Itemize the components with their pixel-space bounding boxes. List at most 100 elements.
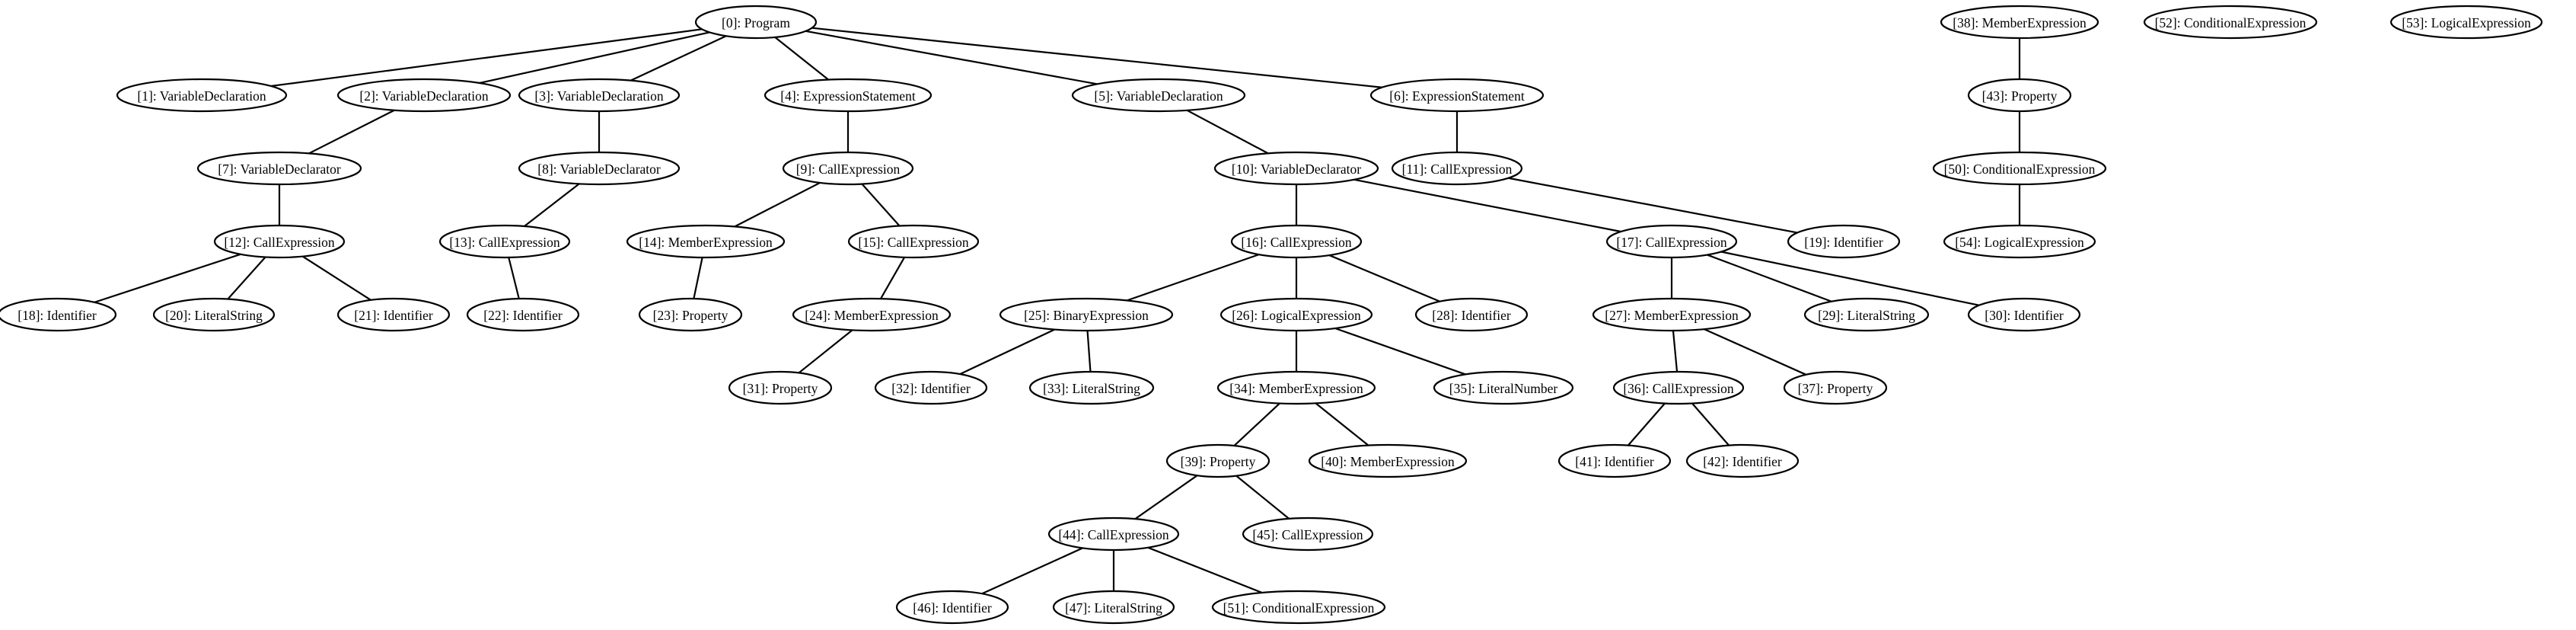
node-label: [11]: CallExpression — [1402, 161, 1513, 177]
node-ellipse — [999, 297, 1174, 332]
edge-13-22 — [508, 257, 520, 299]
edge-12-20 — [227, 256, 266, 300]
node-ellipse — [1308, 443, 1468, 478]
edge-25-32 — [959, 328, 1055, 376]
node-label: [25]: BinaryExpression — [1024, 308, 1149, 323]
node-29: [29]: LiteralString — [1803, 297, 1930, 332]
node-ellipse — [196, 151, 362, 186]
node-label: [32]: Identifier — [891, 381, 971, 396]
node-label: [21]: Identifier — [354, 308, 433, 323]
edge-0-2 — [479, 31, 710, 85]
edge-16-28 — [1328, 254, 1440, 302]
node-ellipse — [1787, 224, 1901, 259]
node-ellipse — [895, 590, 1009, 625]
node-label: [3]: VariableDeclaration — [534, 88, 663, 104]
node-label: [24]: MemberExpression — [805, 308, 939, 323]
node-label: [52]: ConditionalExpression — [2155, 15, 2307, 30]
edge-8-13 — [524, 183, 580, 227]
node-3: [3]: VariableDeclaration — [518, 78, 681, 113]
edge-39-45 — [1235, 475, 1290, 520]
node-label: [12]: CallExpression — [224, 235, 335, 250]
node-label: [50]: ConditionalExpression — [1944, 161, 2096, 177]
node-ellipse — [0, 297, 117, 332]
edge-0-4 — [774, 37, 829, 81]
node-17: [17]: CallExpression — [1605, 224, 1738, 259]
node-24: [24]: MemberExpression — [792, 297, 952, 332]
node-47: [47]: LiteralString — [1052, 590, 1175, 625]
node-label: [29]: LiteralString — [1818, 308, 1915, 323]
node-label: [14]: MemberExpression — [639, 235, 773, 250]
edge-17-29 — [1707, 254, 1832, 302]
edge-0-3 — [630, 35, 727, 82]
node-ellipse — [116, 78, 288, 113]
node-5: [5]: VariableDeclaration — [1071, 78, 1246, 113]
node-label: [23]: Property — [653, 308, 728, 323]
node-53: [53]: LogicalExpression — [2389, 5, 2543, 40]
node-51: [51]: ConditionalExpression — [1211, 590, 1386, 625]
node-12: [12]: CallExpression — [213, 224, 346, 259]
node-label: [36]: CallExpression — [1623, 381, 1734, 396]
node-ellipse — [336, 297, 451, 332]
node-ellipse — [213, 224, 346, 259]
edge-44-46 — [981, 547, 1083, 595]
node-ellipse — [1242, 516, 1374, 552]
node-7: [7]: VariableDeclarator — [196, 151, 362, 186]
node-42: [42]: Identifier — [1685, 443, 1800, 478]
node-label: [28]: Identifier — [1432, 308, 1511, 323]
node-ellipse — [1433, 370, 1574, 405]
node-ellipse — [1685, 443, 1800, 478]
node-26: [26]: LogicalExpression — [1219, 297, 1373, 332]
node-35: [35]: LiteralNumber — [1433, 370, 1574, 405]
node-ellipse — [1592, 297, 1752, 332]
edge-36-42 — [1691, 402, 1730, 446]
node-45: [45]: CallExpression — [1242, 516, 1374, 552]
node-ellipse — [2389, 5, 2543, 40]
edge-9-14 — [734, 181, 821, 228]
node-ellipse — [1071, 78, 1246, 113]
node-label: [10]: VariableDeclarator — [1232, 161, 1361, 177]
node-ellipse — [1605, 224, 1738, 259]
node-ellipse — [1391, 151, 1523, 186]
node-label: [22]: Identifier — [483, 308, 563, 323]
node-label: [44]: CallExpression — [1058, 527, 1169, 542]
node-ellipse — [1557, 443, 1672, 478]
node-label: [20]: LiteralString — [165, 308, 263, 323]
node-23: [23]: Property — [638, 297, 743, 332]
node-ellipse — [1047, 516, 1180, 552]
node-ellipse — [638, 297, 743, 332]
node-label: [53]: LogicalExpression — [2402, 15, 2531, 30]
node-21: [21]: Identifier — [336, 297, 451, 332]
node-label: [15]: CallExpression — [858, 235, 969, 250]
edge-17-30 — [1720, 251, 1980, 306]
edge-27-37 — [1704, 328, 1806, 376]
node-ellipse — [1211, 590, 1386, 625]
node-ellipse — [336, 78, 512, 113]
node-9: [9]: CallExpression — [782, 151, 914, 186]
edge-44-51 — [1147, 546, 1263, 594]
node-8: [8]: VariableDeclarator — [518, 151, 681, 186]
node-ellipse — [1165, 443, 1270, 478]
edge-12-21 — [302, 255, 371, 301]
node-41: [41]: Identifier — [1557, 443, 1672, 478]
node-ellipse — [1213, 151, 1379, 186]
node-32: [32]: Identifier — [874, 370, 988, 405]
node-44: [44]: CallExpression — [1047, 516, 1180, 552]
node-36: [36]: CallExpression — [1612, 370, 1745, 405]
node-10: [10]: VariableDeclarator — [1213, 151, 1379, 186]
node-label: [0]: Program — [722, 15, 790, 30]
node-label: [31]: Property — [743, 381, 818, 396]
node-label: [9]: CallExpression — [796, 161, 901, 177]
edge-36-41 — [1627, 402, 1666, 446]
node-label: [2]: VariableDeclaration — [359, 88, 488, 104]
node-ellipse — [1803, 297, 1930, 332]
edge-16-25 — [1126, 254, 1260, 302]
node-ellipse — [2143, 5, 2318, 40]
edge-0-1 — [270, 28, 703, 88]
edge-24-31 — [798, 329, 853, 374]
node-25: [25]: BinaryExpression — [999, 297, 1174, 332]
node-label: [51]: ConditionalExpression — [1223, 600, 1375, 616]
node-ellipse — [764, 78, 933, 113]
node-label: [4]: ExpressionStatement — [780, 88, 916, 104]
node-label: [19]: Identifier — [1804, 235, 1883, 250]
node-19: [19]: Identifier — [1787, 224, 1901, 259]
